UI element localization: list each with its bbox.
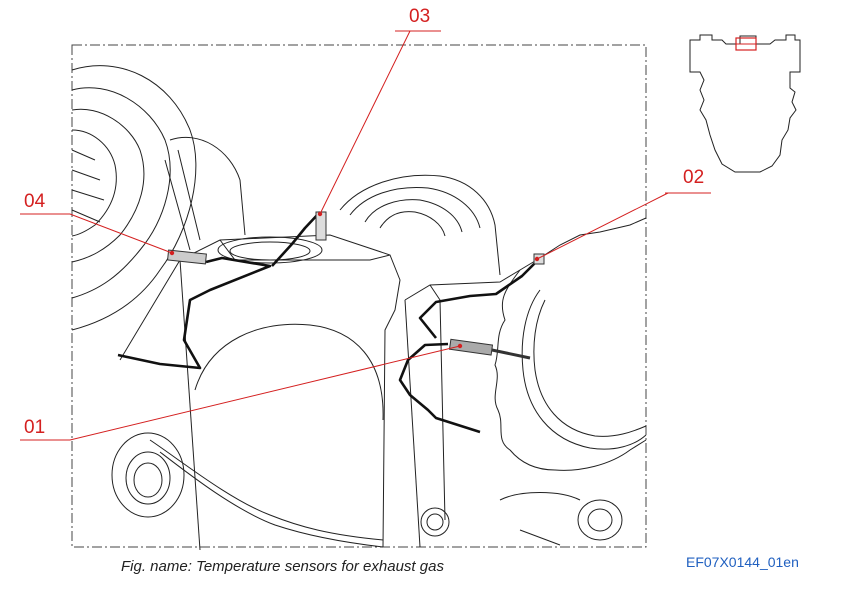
- sensor-03: [315, 211, 327, 241]
- sensor-02: [533, 253, 545, 265]
- document-id: EF07X0144_01en: [686, 554, 799, 570]
- sensor-01-cable: [398, 342, 481, 434]
- sensor-04: [167, 249, 207, 265]
- leader-04: [20, 213, 173, 254]
- callout-01: 01: [24, 417, 46, 438]
- callout-04: 04: [24, 191, 46, 212]
- leader-03: [319, 30, 441, 215]
- sensor-04-cable: [117, 256, 272, 370]
- leader-02: [536, 192, 711, 260]
- engine-linework: [71, 65, 647, 551]
- leader-01: [20, 345, 461, 441]
- sensor-01: [448, 338, 531, 360]
- engine-outline-thumbnail: [689, 34, 801, 173]
- sensor-cables: [117, 211, 539, 434]
- callout-03: 03: [409, 6, 431, 27]
- leader-lines: [20, 30, 711, 441]
- sensor-03-cable: [271, 211, 321, 267]
- sensor-02-cable: [418, 259, 539, 339]
- figure-caption: Fig. name: Temperature sensors for exhau…: [121, 558, 444, 575]
- callout-02: 02: [683, 167, 705, 188]
- detail-frame: [71, 44, 647, 548]
